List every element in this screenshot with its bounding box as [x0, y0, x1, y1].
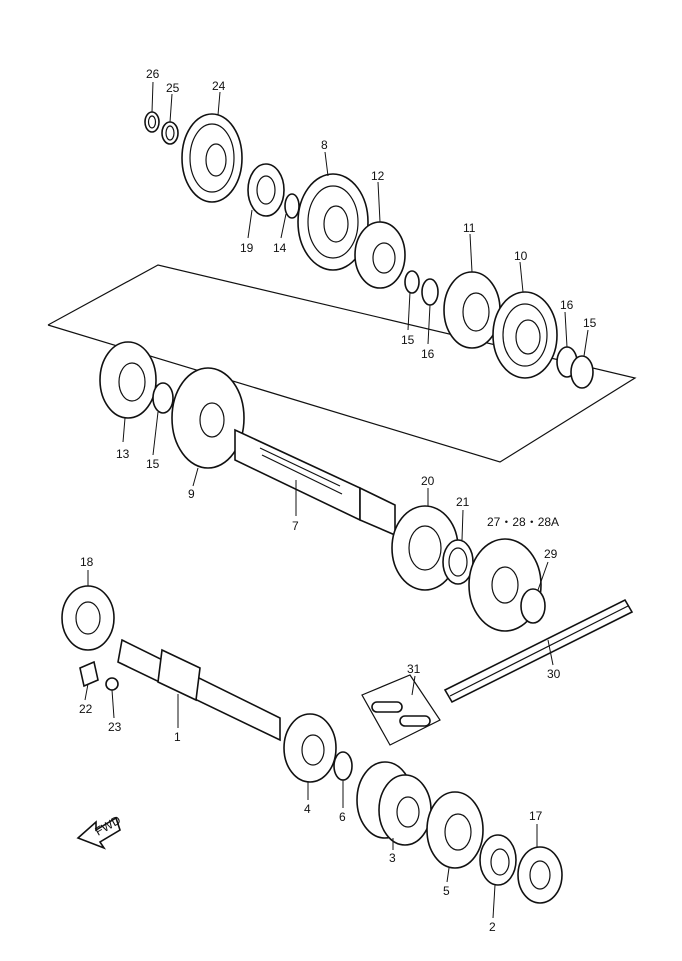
part-11-gear	[443, 271, 501, 349]
part-2-gear	[479, 834, 517, 886]
part-20-bearing	[391, 505, 459, 591]
part-22-plate	[79, 660, 99, 688]
part-15-circlip-right	[570, 355, 594, 389]
label-3: 3	[389, 851, 396, 865]
label-7: 7	[292, 519, 299, 533]
label-14: 14	[273, 241, 287, 255]
label-2: 2	[489, 920, 496, 934]
part-15-circlip-left	[152, 382, 174, 414]
label-29: 29	[544, 547, 558, 561]
part-29-washer	[520, 588, 546, 624]
part-7-countershaft	[234, 428, 396, 537]
label-6: 6	[339, 810, 346, 824]
label-27-28-28A: 27・28・28A	[487, 515, 559, 529]
label-15-left: 15	[146, 457, 160, 471]
part-13-gear	[99, 341, 157, 419]
part-16-washer-upper	[421, 278, 439, 306]
part-14-washer	[284, 193, 300, 219]
part-4-gear	[283, 713, 337, 783]
part-5-gear	[426, 791, 484, 869]
part-17-bearing	[517, 846, 563, 904]
label-16-right: 16	[560, 298, 574, 312]
part-9-gear	[171, 367, 245, 469]
part-10-gear	[492, 291, 558, 379]
label-11: 11	[463, 221, 476, 235]
fwd-arrow-icon	[76, 816, 121, 850]
label-23: 23	[108, 720, 122, 734]
label-19: 19	[240, 241, 254, 255]
label-15-upper: 15	[401, 333, 415, 347]
part-26-washer	[144, 111, 160, 133]
label-8: 8	[321, 138, 328, 152]
label-15-right: 15	[583, 316, 597, 330]
part-23-bolt	[105, 677, 119, 691]
label-10: 10	[514, 249, 528, 263]
part-25-ring	[161, 121, 179, 145]
label-24: 24	[212, 79, 226, 93]
label-17: 17	[529, 809, 543, 823]
label-20: 20	[421, 474, 435, 488]
label-13: 13	[116, 447, 130, 461]
part-15-circlip-upper	[404, 270, 420, 294]
part-24-gear	[181, 113, 243, 203]
label-26: 26	[146, 67, 160, 81]
part-1-mainshaft	[117, 638, 281, 742]
label-1: 1	[174, 730, 181, 744]
part-30-chain	[443, 598, 634, 704]
assembly-outline	[47, 264, 637, 463]
label-18: 18	[80, 555, 94, 569]
part-19-bearing	[247, 163, 285, 217]
part-31-master-link	[361, 674, 441, 746]
part-21-ring	[442, 539, 474, 585]
label-5: 5	[443, 884, 450, 898]
part-18-bearing	[61, 585, 115, 651]
leader-lines	[84, 81, 589, 919]
part-3-gear	[356, 761, 432, 846]
label-12: 12	[371, 169, 385, 183]
label-30: 30	[547, 667, 561, 681]
label-25: 25	[166, 81, 180, 95]
label-31: 31	[407, 662, 421, 676]
label-16-upper: 16	[421, 347, 435, 361]
part-6-circlip	[333, 751, 353, 781]
part-12-gear	[354, 221, 406, 289]
label-9: 9	[188, 487, 195, 501]
label-4: 4	[304, 802, 311, 816]
part-8-gear	[297, 173, 369, 271]
label-21: 21	[456, 495, 470, 509]
label-22: 22	[79, 702, 93, 716]
